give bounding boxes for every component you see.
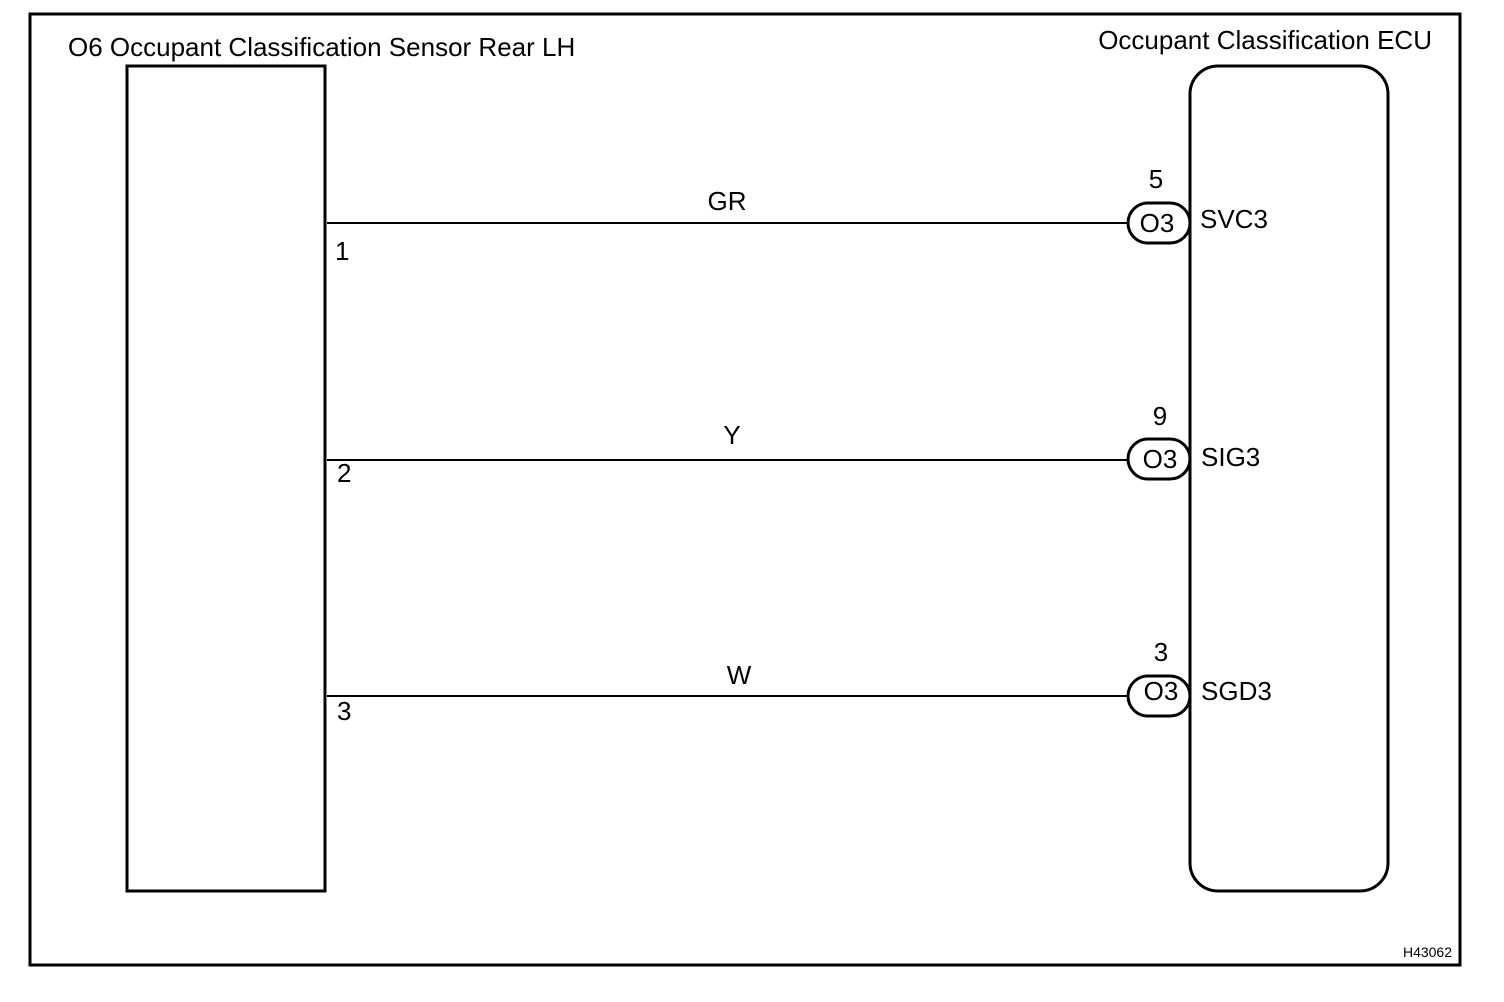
ecu-terminal-label: SIG3: [1201, 442, 1260, 472]
connector-label: O3: [1143, 444, 1178, 474]
wire-3: 3 W 3 O3 SGD3: [327, 637, 1272, 726]
sensor-title: O6 Occupant Classification Sensor Rear L…: [68, 32, 575, 62]
wire-color-label: GR: [708, 186, 747, 216]
wire-2: 2 Y 9 O3 SIG3: [327, 401, 1260, 488]
connector-label: O3: [1140, 208, 1175, 238]
diagram-frame: [28, 12, 1462, 967]
wire-color-label: W: [727, 660, 752, 690]
ecu-terminal-label: SGD3: [1201, 676, 1272, 706]
ecu-pin-label: 9: [1153, 401, 1167, 431]
ecu-pin-label: 5: [1149, 164, 1163, 194]
wire-color-label: Y: [723, 420, 740, 450]
ecu-title: Occupant Classification ECU: [1098, 25, 1432, 55]
sensor-pin-label: 1: [335, 236, 349, 266]
sensor-pin-label: 3: [337, 696, 351, 726]
connector-oval: [1126, 201, 1192, 245]
ecu-pin-label: 3: [1154, 637, 1168, 667]
sensor-pin-label: 2: [337, 458, 351, 488]
connector-oval: [1126, 437, 1192, 481]
connector-label: O3: [1144, 676, 1179, 706]
connector-oval: [1126, 674, 1192, 718]
wire-1: 1 GR 5 O3 SVC3: [327, 164, 1268, 266]
ecu-terminal-label: SVC3: [1200, 204, 1268, 234]
sensor-box: [125, 64, 327, 893]
figure-code: H43062: [1403, 944, 1452, 960]
ecu-box: [1188, 64, 1390, 893]
